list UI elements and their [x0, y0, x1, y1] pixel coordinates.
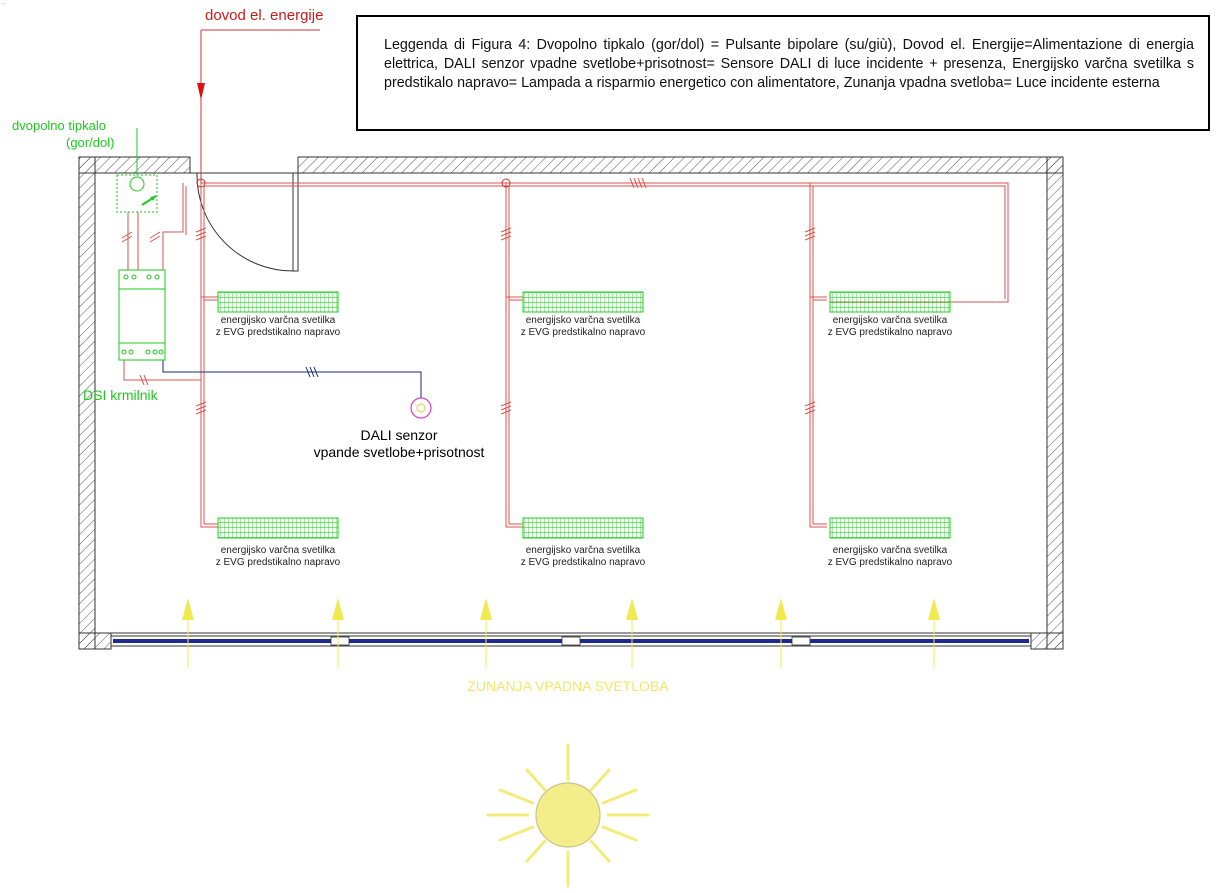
power-feed: dovod el. energije — [197, 7, 323, 183]
light-arrow — [332, 598, 344, 668]
lamp-fixture: energijsko varčna svetilka z EVG predsti… — [828, 517, 953, 568]
legend-text: Leggenda di Figura 4: Dvopolno tipkalo (… — [384, 37, 1194, 91]
lamp-fixture: energijsko varčna svetilka z EVG predsti… — [216, 517, 341, 568]
junction-node — [501, 178, 511, 188]
lamp-label-1: energijsko varčna svetilka — [221, 545, 336, 556]
light-arrow — [626, 598, 638, 668]
lamp-fixture: energijsko varčna svetilka z EVG predsti… — [828, 291, 953, 338]
dali-sensor: DALI senzor vpande svetlobe+prisotnost — [314, 397, 485, 460]
sun-icon — [486, 743, 650, 888]
legend-box: Leggenda di Figura 4: Dvopolno tipkalo (… — [356, 15, 1210, 131]
publisher-logo: ~ — [2, 1, 5, 6]
lamp-fixture: energijsko varčna svetilka z EVG predsti… — [521, 291, 646, 338]
exterior-light-label: ZUNANJA VPADNA SVETLOBA — [467, 678, 669, 694]
controller-label: DSI krmilnik — [83, 387, 159, 403]
junction-node — [196, 178, 206, 188]
light-arrow — [928, 598, 940, 668]
building-walls — [78, 156, 1064, 650]
dsi-controller: DSI krmilnik — [83, 269, 166, 403]
sensor-label-1: DALI senzor — [360, 427, 437, 443]
light-arrow — [480, 598, 492, 668]
lamp-label-1: energijsko varčna svetilka — [526, 315, 641, 326]
sensor-label-2: vpande svetlobe+prisotnost — [314, 444, 485, 460]
switch-label-1: dvopolno tipkalo — [12, 118, 106, 133]
lamp-label-1: energijsko varčna svetilka — [526, 545, 641, 556]
switch-label-2: (gor/dol) — [66, 135, 114, 150]
lamp-label-2: z EVG predstikalno napravo — [828, 327, 953, 338]
wiring — [121, 177, 1009, 528]
light-arrow — [182, 598, 194, 668]
lamp-label-1: energijsko varčna svetilka — [833, 545, 948, 556]
lamp-label-1: energijsko varčna svetilka — [833, 315, 948, 326]
lamp-label-1: energijsko varčna svetilka — [221, 315, 336, 326]
light-arrow — [775, 598, 787, 668]
feed-label: dovod el. energije — [205, 7, 323, 24]
feed-arrow — [197, 83, 205, 100]
dali-bus — [162, 358, 422, 398]
lamp-label-2: z EVG predstikalno napravo — [216, 557, 341, 568]
lamp-label-2: z EVG predstikalno napravo — [521, 327, 646, 338]
incident-light-arrows — [182, 598, 940, 668]
lamp-fixture: energijsko varčna svetilka z EVG predsti… — [521, 517, 646, 568]
lamp-fixture: energijsko varčna svetilka z EVG predsti… — [216, 291, 341, 338]
lamp-label-2: z EVG predstikalno napravo — [521, 557, 646, 568]
lamp-label-2: z EVG predstikalno napravo — [828, 557, 953, 568]
lamp-label-2: z EVG predstikalno napravo — [216, 327, 341, 338]
window-strip — [110, 635, 1032, 647]
bipolar-switch: dvopolno tipkalo (gor/dol) — [12, 118, 158, 213]
door — [196, 172, 299, 272]
